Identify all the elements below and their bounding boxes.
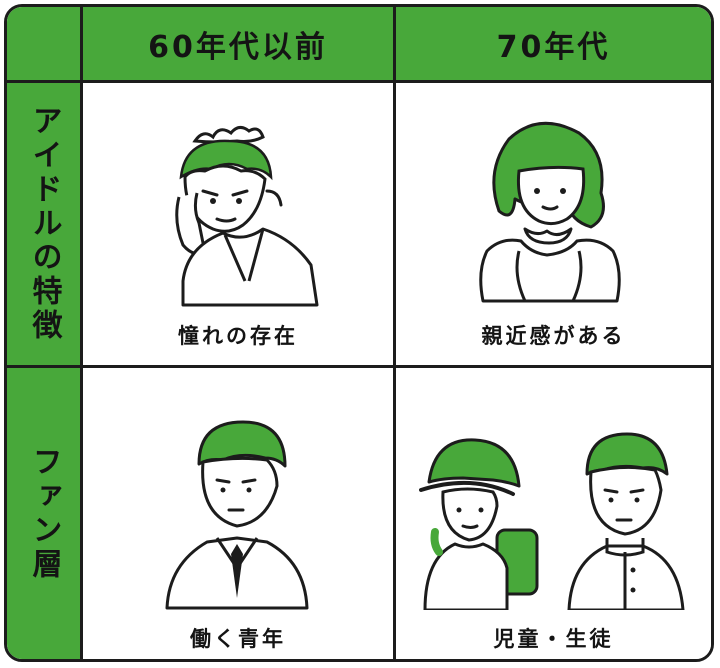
comparison-table: 60年代以前 70年代 アイドルの特徴 xyxy=(4,4,714,662)
caption-fans-70s: 児童・生徒 xyxy=(493,627,614,651)
column-header-70s: 70年代 xyxy=(396,7,711,83)
row-header-fan-base-label: ファン層 xyxy=(26,445,62,582)
cell-fans-70s: 児童・生徒 xyxy=(396,368,711,659)
corner-cell xyxy=(7,7,83,83)
row-header-fan-base: ファン層 xyxy=(7,368,83,659)
column-header-60s: 60年代以前 xyxy=(83,7,396,83)
caption-fans-60s: 働く青年 xyxy=(190,627,286,651)
young-worker-icon xyxy=(165,420,309,610)
caption-idol-60s: 憧れの存在 xyxy=(178,324,298,348)
row-header-idol-traits: アイドルの特徴 xyxy=(7,83,83,368)
cell-fans-60s: 働く青年 xyxy=(83,368,396,659)
caption-idol-70s: 親近感がある xyxy=(481,324,626,348)
girl-next-door-idol-icon xyxy=(478,121,621,303)
row-header-idol-traits-label: アイドルの特徴 xyxy=(26,105,62,343)
cell-idol-60s: 憧れの存在 xyxy=(83,83,396,368)
cell-idol-70s: 親近感がある xyxy=(396,83,711,368)
schoolchildren-icon xyxy=(418,432,684,610)
glamorous-star-icon xyxy=(175,126,319,307)
